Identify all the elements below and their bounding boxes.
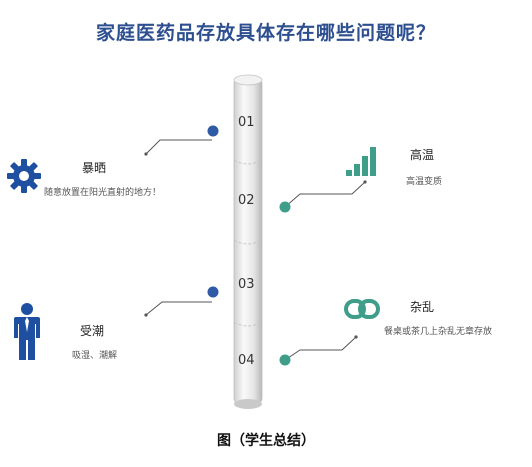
desc-heat: 高温变质: [406, 177, 443, 187]
heading-sun: 暴晒: [82, 161, 107, 175]
figure-caption: 图（学生总结）: [217, 433, 315, 449]
timeline-pillar: [232, 72, 264, 412]
dot-blue-01: [207, 125, 219, 137]
page-title: 家庭医药品存放具体存在哪些问题呢？: [95, 22, 436, 44]
chain-link-icon: [344, 298, 380, 324]
dot-teal-04: [279, 354, 291, 366]
person-icon: [13, 302, 41, 366]
heading-damp: 受潮: [80, 324, 105, 338]
step-number-04: 04: [238, 353, 255, 368]
heading-clutter: 杂乱: [410, 300, 435, 314]
desc-clutter: 餐桌或茶几上杂乱无章存放: [384, 327, 493, 337]
dot-teal-02: [279, 201, 291, 213]
desc-sun: 随意放置在阳光直射的地方！: [44, 188, 162, 198]
step-number-03: 03: [238, 277, 255, 292]
gear-icon: [6, 158, 42, 198]
desc-damp: 吸湿、潮解: [72, 351, 118, 361]
dot-blue-03: [207, 286, 219, 298]
bar-chart-icon: [345, 144, 379, 182]
heading-heat: 高温: [410, 148, 435, 162]
step-number-01: 01: [238, 115, 255, 130]
step-number-02: 02: [238, 193, 255, 208]
